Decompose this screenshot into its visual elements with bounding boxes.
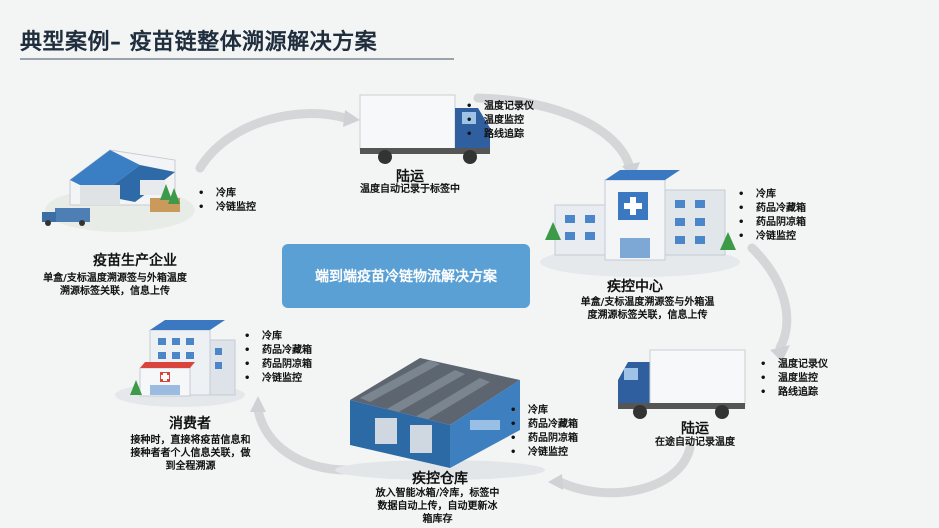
- arrow-heads: [250, 110, 790, 490]
- feature-item: 路线追踪: [760, 386, 828, 400]
- arrowhead-4: [548, 474, 563, 490]
- page-title: 典型案例– 疫苗链整体溯源解决方案: [20, 30, 378, 55]
- feature-item: 药品冷藏箱: [244, 344, 312, 358]
- node-title-consumer: 消费者: [169, 416, 211, 432]
- node-desc-land-top: 温度自动记录于标签中: [360, 184, 460, 195]
- title-divider: [20, 58, 454, 60]
- feature-item: 冷库: [738, 188, 806, 202]
- arrow-truck-to-warehouse: [555, 443, 695, 498]
- feature-item: 路线追踪: [466, 128, 534, 142]
- arrow-cdc-to-truck: [747, 243, 792, 353]
- feature-item: 温度记录仪: [466, 100, 534, 114]
- feature-item: 冷库: [244, 330, 312, 344]
- node-title-cdc-center: 疾控中心: [607, 279, 663, 295]
- feature-item: 冷链监控: [244, 372, 312, 386]
- feature-item: 冷链监控: [198, 201, 256, 215]
- node-desc-consumer: 接种时，直接将疫苗信息和接种者者个人信息关联，做到全程溯源: [130, 435, 251, 472]
- center-solution-box: 端到端疫苗冷链物流解决方案: [282, 244, 530, 308]
- factory-icon: [42, 149, 195, 232]
- feature-item: 温度记录仪: [760, 358, 828, 372]
- arrowhead-3: [770, 345, 790, 362]
- truck-icon: [618, 349, 746, 419]
- feature-item: 药品阴凉箱: [510, 432, 578, 446]
- node-desc-cdc-warehouse: 放入智能冰箱/冷库，标签中数据自动上传，自动更新冰箱库存: [375, 488, 500, 525]
- feature-item: 温度监控: [760, 372, 828, 386]
- node-title-producer: 疫苗生产企业: [93, 253, 177, 269]
- feature-item: 药品冷藏箱: [738, 202, 806, 216]
- feature-list-producer: 冷库 冷链监控: [198, 187, 256, 215]
- feature-item: 药品阴凉箱: [244, 358, 312, 372]
- feature-item: 温度监控: [466, 114, 534, 128]
- feature-list-cdc-warehouse: 冷库 药品冷藏箱 药品阴凉箱 冷链监控: [510, 404, 578, 460]
- feature-item: 冷库: [198, 187, 256, 201]
- arrow-producer-to-truck: [195, 109, 350, 173]
- node-desc-land-right: 在途自动记录温度: [655, 437, 735, 448]
- node-desc-producer: 单盒/支标温度溯源签与外箱温度溯源标签关联，信息上传: [43, 273, 187, 297]
- feature-item: 药品阴凉箱: [738, 216, 806, 230]
- feature-item: 冷库: [510, 404, 578, 418]
- feature-list-cdc-center: 冷库 药品冷藏箱 药品阴凉箱 冷链监控: [738, 188, 806, 244]
- arrowhead-1: [343, 110, 360, 127]
- hospital-icon: [540, 170, 740, 277]
- feature-item: 冷链监控: [510, 446, 578, 460]
- arrowhead-5: [250, 396, 266, 412]
- feature-list-land-top: 温度记录仪 温度监控 路线追踪: [466, 100, 534, 142]
- node-title-land-right: 陆运: [681, 421, 709, 437]
- node-desc-cdc-center: 单盒/支标温度溯源签与外箱温度溯源标签关联，信息上传: [580, 297, 715, 321]
- node-title-cdc-warehouse: 疾控仓库: [412, 471, 468, 487]
- feature-item: 冷链监控: [738, 230, 806, 244]
- feature-list-land-right: 温度记录仪 温度监控 路线追踪: [760, 358, 828, 400]
- arrow-warehouse-to-consumer: [253, 405, 353, 475]
- feature-list-consumer: 冷库 药品冷藏箱 药品阴凉箱 冷链监控: [244, 330, 312, 386]
- feature-item: 药品冷藏箱: [510, 418, 578, 432]
- clinic-icon: [115, 320, 245, 407]
- warehouse-icon: [335, 358, 545, 480]
- node-title-land-top: 陆运: [396, 169, 424, 185]
